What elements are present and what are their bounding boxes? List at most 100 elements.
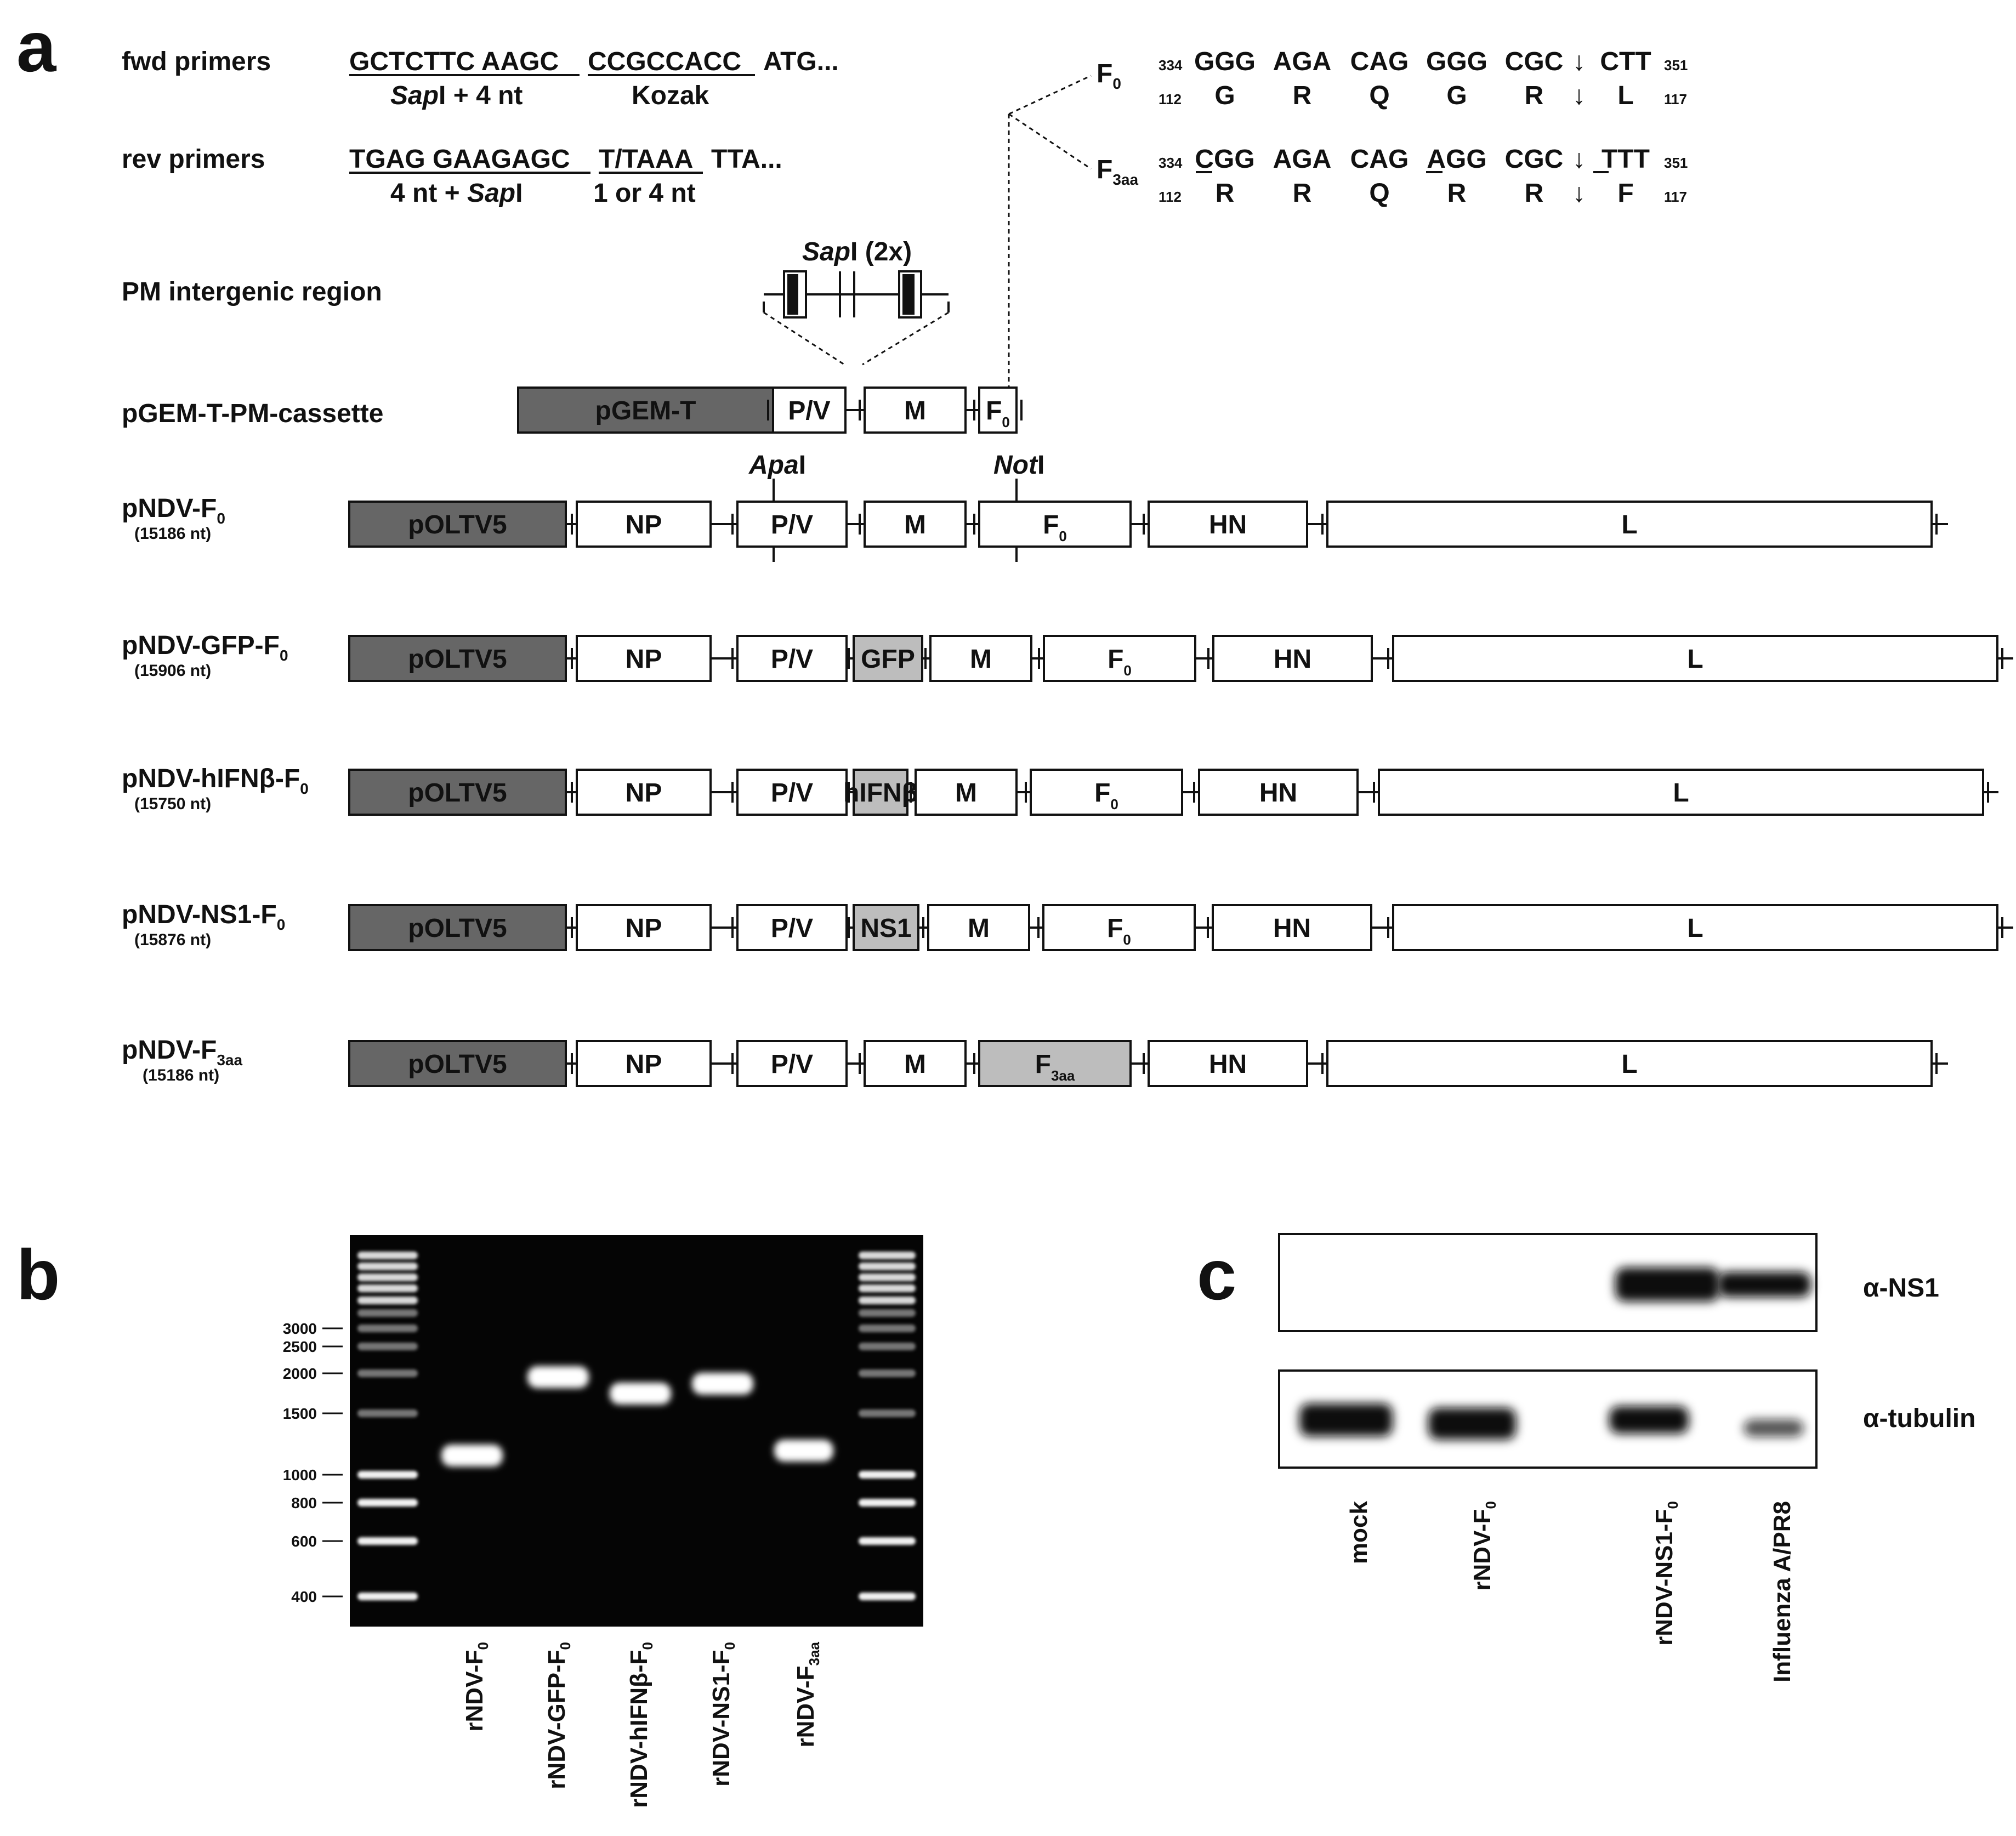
blot-lane-label-0: mock	[1345, 1500, 1372, 1564]
gel-band-3	[692, 1373, 753, 1395]
rev-seq-tta: TTA...	[711, 145, 782, 174]
gel-lane-label-4: rNDV-F3aa	[792, 1641, 822, 1747]
tubulin-band-2	[1609, 1406, 1689, 1434]
noti-site-label: NotI	[993, 451, 1044, 480]
ns1-band-0	[1615, 1267, 1719, 1301]
f3aa-aa-1: R	[1293, 179, 1312, 208]
construct-0-np-box	[576, 501, 712, 548]
gel-band-2	[610, 1383, 671, 1405]
construct-3-hn-box-label: HN	[1273, 914, 1311, 943]
construct-2-m-box-label: M	[955, 778, 977, 808]
construct-1-l-box	[1392, 635, 1998, 682]
ladder-0-band-4	[357, 1297, 418, 1304]
construct-0-m-box	[864, 501, 967, 548]
ladder-1-band-12	[859, 1537, 916, 1545]
construct-2-f-box	[1030, 769, 1183, 816]
marker-1500: 1500	[283, 1405, 317, 1422]
rev-sub-sapi: 4 nt + SapI	[390, 179, 523, 208]
pm-intergenic-label: PM intergenic region	[122, 277, 382, 306]
construct-1-pv-box-label: P/V	[771, 645, 813, 674]
f3aa-aa-end: 117	[1664, 189, 1687, 205]
fwd-seq-sapi: GCTCTTC AAGC	[349, 47, 559, 76]
construct-1-f-box	[1043, 635, 1196, 682]
construct-1-poltv5-box	[348, 635, 567, 682]
gel-band-0	[441, 1445, 503, 1466]
ladder-1-band-3	[859, 1284, 916, 1292]
construct-name-1: pNDV-GFP-F0	[122, 631, 288, 664]
ladder-1-band-6	[859, 1325, 916, 1332]
construct-1-m-box	[929, 635, 1032, 682]
gel-band-1	[527, 1366, 589, 1388]
fwd-sub-sapi: SapI + 4 nt	[390, 81, 523, 110]
ladder-1-band-11	[859, 1499, 916, 1507]
construct-4-f-box-label: F3aa	[1035, 1050, 1075, 1084]
construct-4-l-box	[1326, 1040, 1933, 1087]
rev-sub-stop: 1 or 4 nt	[593, 179, 696, 208]
construct-4-m-box-label: M	[904, 1050, 926, 1079]
ladder-0-band-12	[357, 1537, 418, 1545]
tubulin-band-1	[1428, 1408, 1516, 1440]
cassette-pgemt-box	[517, 386, 774, 434]
marker-2500: 2500	[283, 1338, 317, 1355]
cassette-f0-box-label: F0	[986, 396, 1010, 430]
cassette-pgemt-box-label: pGEM-T	[595, 396, 696, 425]
construct-2-hifnb-box	[853, 769, 908, 816]
construct-name-4: pNDV-F3aa	[122, 1036, 242, 1068]
f0-aa-3: G	[1446, 81, 1467, 110]
f0-aa-0: G	[1214, 81, 1235, 110]
gel-lane-label-2: rNDV-hIFNβ-F0	[626, 1642, 656, 1808]
construct-2-np-box	[576, 769, 712, 816]
construct-4-hn-box-label: HN	[1209, 1050, 1247, 1079]
construct-name-0: pNDV-F0	[122, 494, 225, 527]
construct-3-np-box-label: NP	[626, 914, 662, 943]
ladder-0-band-3	[357, 1284, 418, 1292]
construct-2-hn-box	[1198, 769, 1359, 816]
construct-4-m-box	[864, 1040, 967, 1087]
cassette-m-box	[864, 386, 967, 434]
f3aa-seq-label: F3aa	[1097, 155, 1138, 188]
panel-b-letter: b	[16, 1235, 60, 1315]
construct-2-l-box-label: L	[1673, 778, 1689, 808]
marker-400: 400	[291, 1588, 317, 1605]
rev-primers-label: rev primers	[122, 145, 265, 174]
ladder-1-band-2	[859, 1274, 916, 1281]
f0-codon-1: AGA	[1273, 47, 1332, 76]
f0-codon-5: ↓	[1572, 47, 1586, 76]
gel-lane-label-1: rNDV-GFP-F0	[543, 1642, 573, 1789]
construct-4-np-box-label: NP	[626, 1050, 662, 1079]
f0-aa-1: R	[1293, 81, 1312, 110]
ladder-1-band-7	[859, 1343, 916, 1350]
f0-aa-end: 117	[1664, 91, 1687, 107]
gel-lane-label-0: rNDV-F0	[461, 1642, 491, 1732]
cassette-label: pGEM-T-PM-cassette	[122, 399, 383, 428]
cassette-pv-box-label: P/V	[788, 396, 830, 425]
construct-0-poltv5-box	[348, 501, 567, 548]
ns1-band-1	[1718, 1272, 1811, 1297]
f3aa-aa-0: R	[1216, 179, 1235, 208]
ladder-0-band-9	[357, 1409, 418, 1417]
ladder-0-band-10	[357, 1471, 418, 1479]
construct-2-f-box-label: F0	[1094, 778, 1118, 812]
construct-1-hn-box	[1212, 635, 1373, 682]
construct-4-l-box-label: L	[1621, 1050, 1637, 1079]
f0-aa-4: R	[1525, 81, 1544, 110]
ladder-0-band-0	[357, 1252, 418, 1259]
f0-aa-5: ↓	[1572, 81, 1586, 110]
f3aa-codon-0: CGG	[1195, 145, 1254, 174]
apai-site-label: ApaI	[748, 451, 806, 480]
fwd-seq-atg: ATG...	[763, 47, 839, 76]
f3aa-aa-start: 112	[1159, 189, 1182, 205]
pm-zoom-right	[862, 311, 949, 366]
pm-zoom-left	[763, 311, 845, 366]
construct-1-m-box-label: M	[970, 645, 992, 674]
panel-c-letter: c	[1197, 1235, 1236, 1315]
f0-seq-label: F0	[1097, 59, 1121, 92]
gel-band-4	[774, 1440, 833, 1462]
construct-1-poltv5-box-label: pOLTV5	[408, 645, 507, 674]
